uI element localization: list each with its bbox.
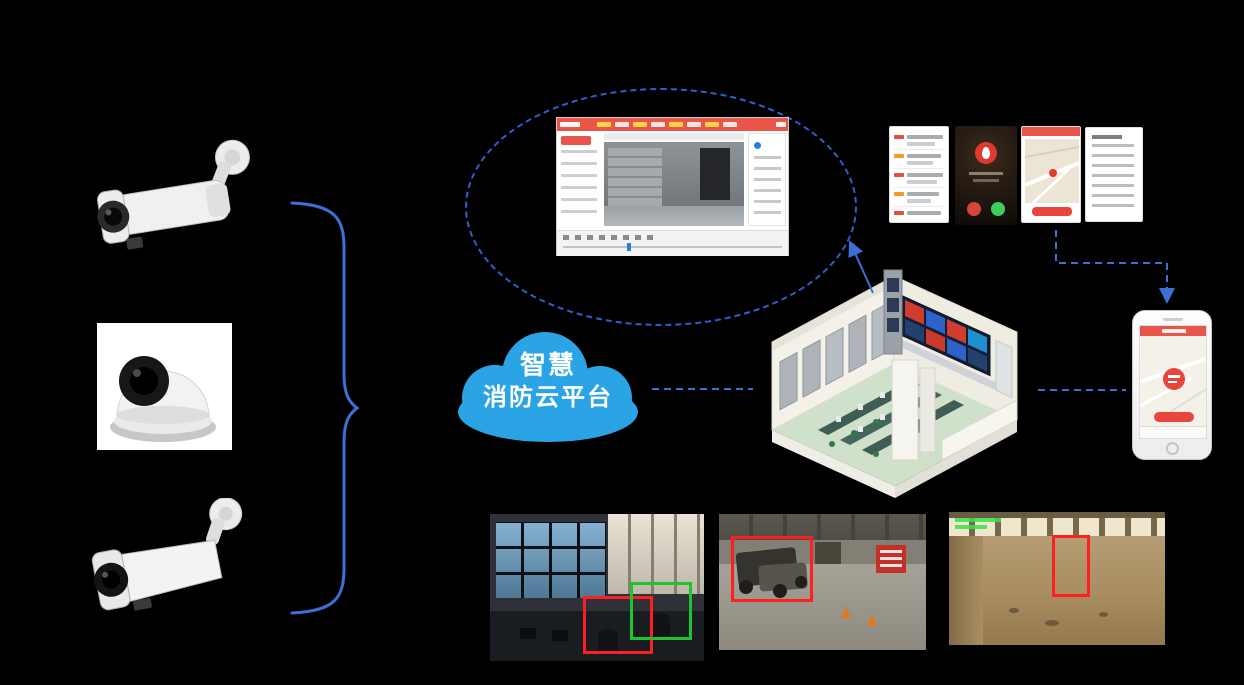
detection-box-red (583, 596, 653, 654)
menu-item (723, 122, 737, 127)
doorway (700, 148, 730, 200)
shelf-area (608, 148, 662, 206)
roof-line (949, 512, 1165, 518)
front-low-wall (941, 399, 1018, 461)
camera-mount-arm (205, 517, 225, 545)
bullet-camera-top-icon (97, 139, 250, 250)
window-header-bar (557, 118, 788, 131)
room-left-wall (771, 275, 895, 431)
server-cabinet (919, 367, 936, 453)
window-band (949, 518, 1165, 536)
smartphone-map-app (1132, 310, 1212, 460)
detail-title-bar (1092, 135, 1122, 139)
console-desk (902, 339, 997, 391)
brace-connector (290, 201, 360, 615)
timeline-marker (627, 243, 631, 251)
cctv-parking-view (719, 514, 926, 650)
alarm-action-button (1154, 412, 1194, 422)
phone-screen (1139, 325, 1207, 439)
floor-area (604, 206, 744, 226)
red-banner-sign (876, 545, 906, 573)
app-header (1022, 127, 1080, 136)
info-side-panel (748, 133, 786, 226)
traffic-cone-icon (841, 606, 851, 618)
dark-left-wall (949, 536, 983, 645)
camera-body (116, 539, 223, 603)
alarm-button (561, 136, 591, 145)
home-button (1166, 442, 1179, 455)
live-video-panel (604, 142, 744, 226)
camera-ir-sensor (132, 597, 152, 611)
device-tree-list (561, 150, 597, 220)
osd-timestamp-text (955, 518, 1001, 522)
mini-map (1024, 139, 1080, 205)
osd-camera-text (955, 525, 987, 529)
fire-alarm-logo-icon (975, 142, 997, 164)
window-controls (776, 122, 786, 127)
phone-screen-map-dispatch (1021, 126, 1081, 223)
doorway (815, 542, 841, 564)
bottom-sheet (1140, 426, 1206, 438)
bright-windows (608, 514, 704, 594)
video-toolbar (604, 133, 744, 140)
dome-camera-icon (97, 323, 232, 450)
camera-ir-sensor (126, 236, 144, 250)
monitoring-room-3d (771, 269, 1018, 498)
detection-box-red (731, 536, 813, 602)
detail-text-lines (1092, 144, 1134, 210)
detection-box-red (1052, 535, 1090, 597)
dashed-ellipse (465, 88, 857, 326)
server-cabinet (891, 359, 919, 461)
ceiling-beams (719, 514, 926, 540)
cctv-warehouse-view (949, 512, 1165, 645)
menu-item (687, 122, 701, 127)
status-dot-icon (754, 142, 761, 149)
app-header (1140, 326, 1206, 336)
room-right-wall (893, 275, 1018, 421)
menu-item (651, 122, 665, 127)
menu-item (633, 122, 647, 127)
cctv-control-room-view (490, 514, 704, 661)
menu-item (669, 122, 683, 127)
menu-item (705, 122, 719, 127)
person-silhouette (650, 613, 670, 639)
detection-box-green (630, 582, 692, 640)
playback-timeline-bar (557, 230, 788, 256)
sos-alarm-button (1163, 368, 1185, 390)
app-logo (560, 122, 580, 127)
timeline-track (563, 246, 782, 248)
accept-call-button-icon (991, 202, 1005, 216)
phone-screen-alarm-detail (1085, 127, 1143, 222)
menu-item (597, 122, 611, 127)
person-silhouette (598, 629, 618, 655)
phone-screen-emergency-call (955, 126, 1017, 225)
cloud-shape (458, 332, 638, 442)
monitoring-software-window (556, 117, 789, 256)
connector-apps-to-phone (1055, 230, 1175, 304)
phone-screen-alarm-list (889, 126, 949, 223)
menu-item (615, 122, 629, 127)
bullet-camera-bottom-icon (91, 498, 243, 611)
toolbar-icons (563, 235, 653, 240)
dispatch-action-button (1032, 207, 1072, 216)
map-pin-icon (1049, 169, 1057, 177)
phone-speaker (1163, 318, 1183, 321)
video-wall-screens (496, 522, 606, 598)
decline-call-button-icon (967, 202, 981, 216)
traffic-cone-icon (867, 614, 877, 626)
cloud-platform (458, 332, 638, 442)
